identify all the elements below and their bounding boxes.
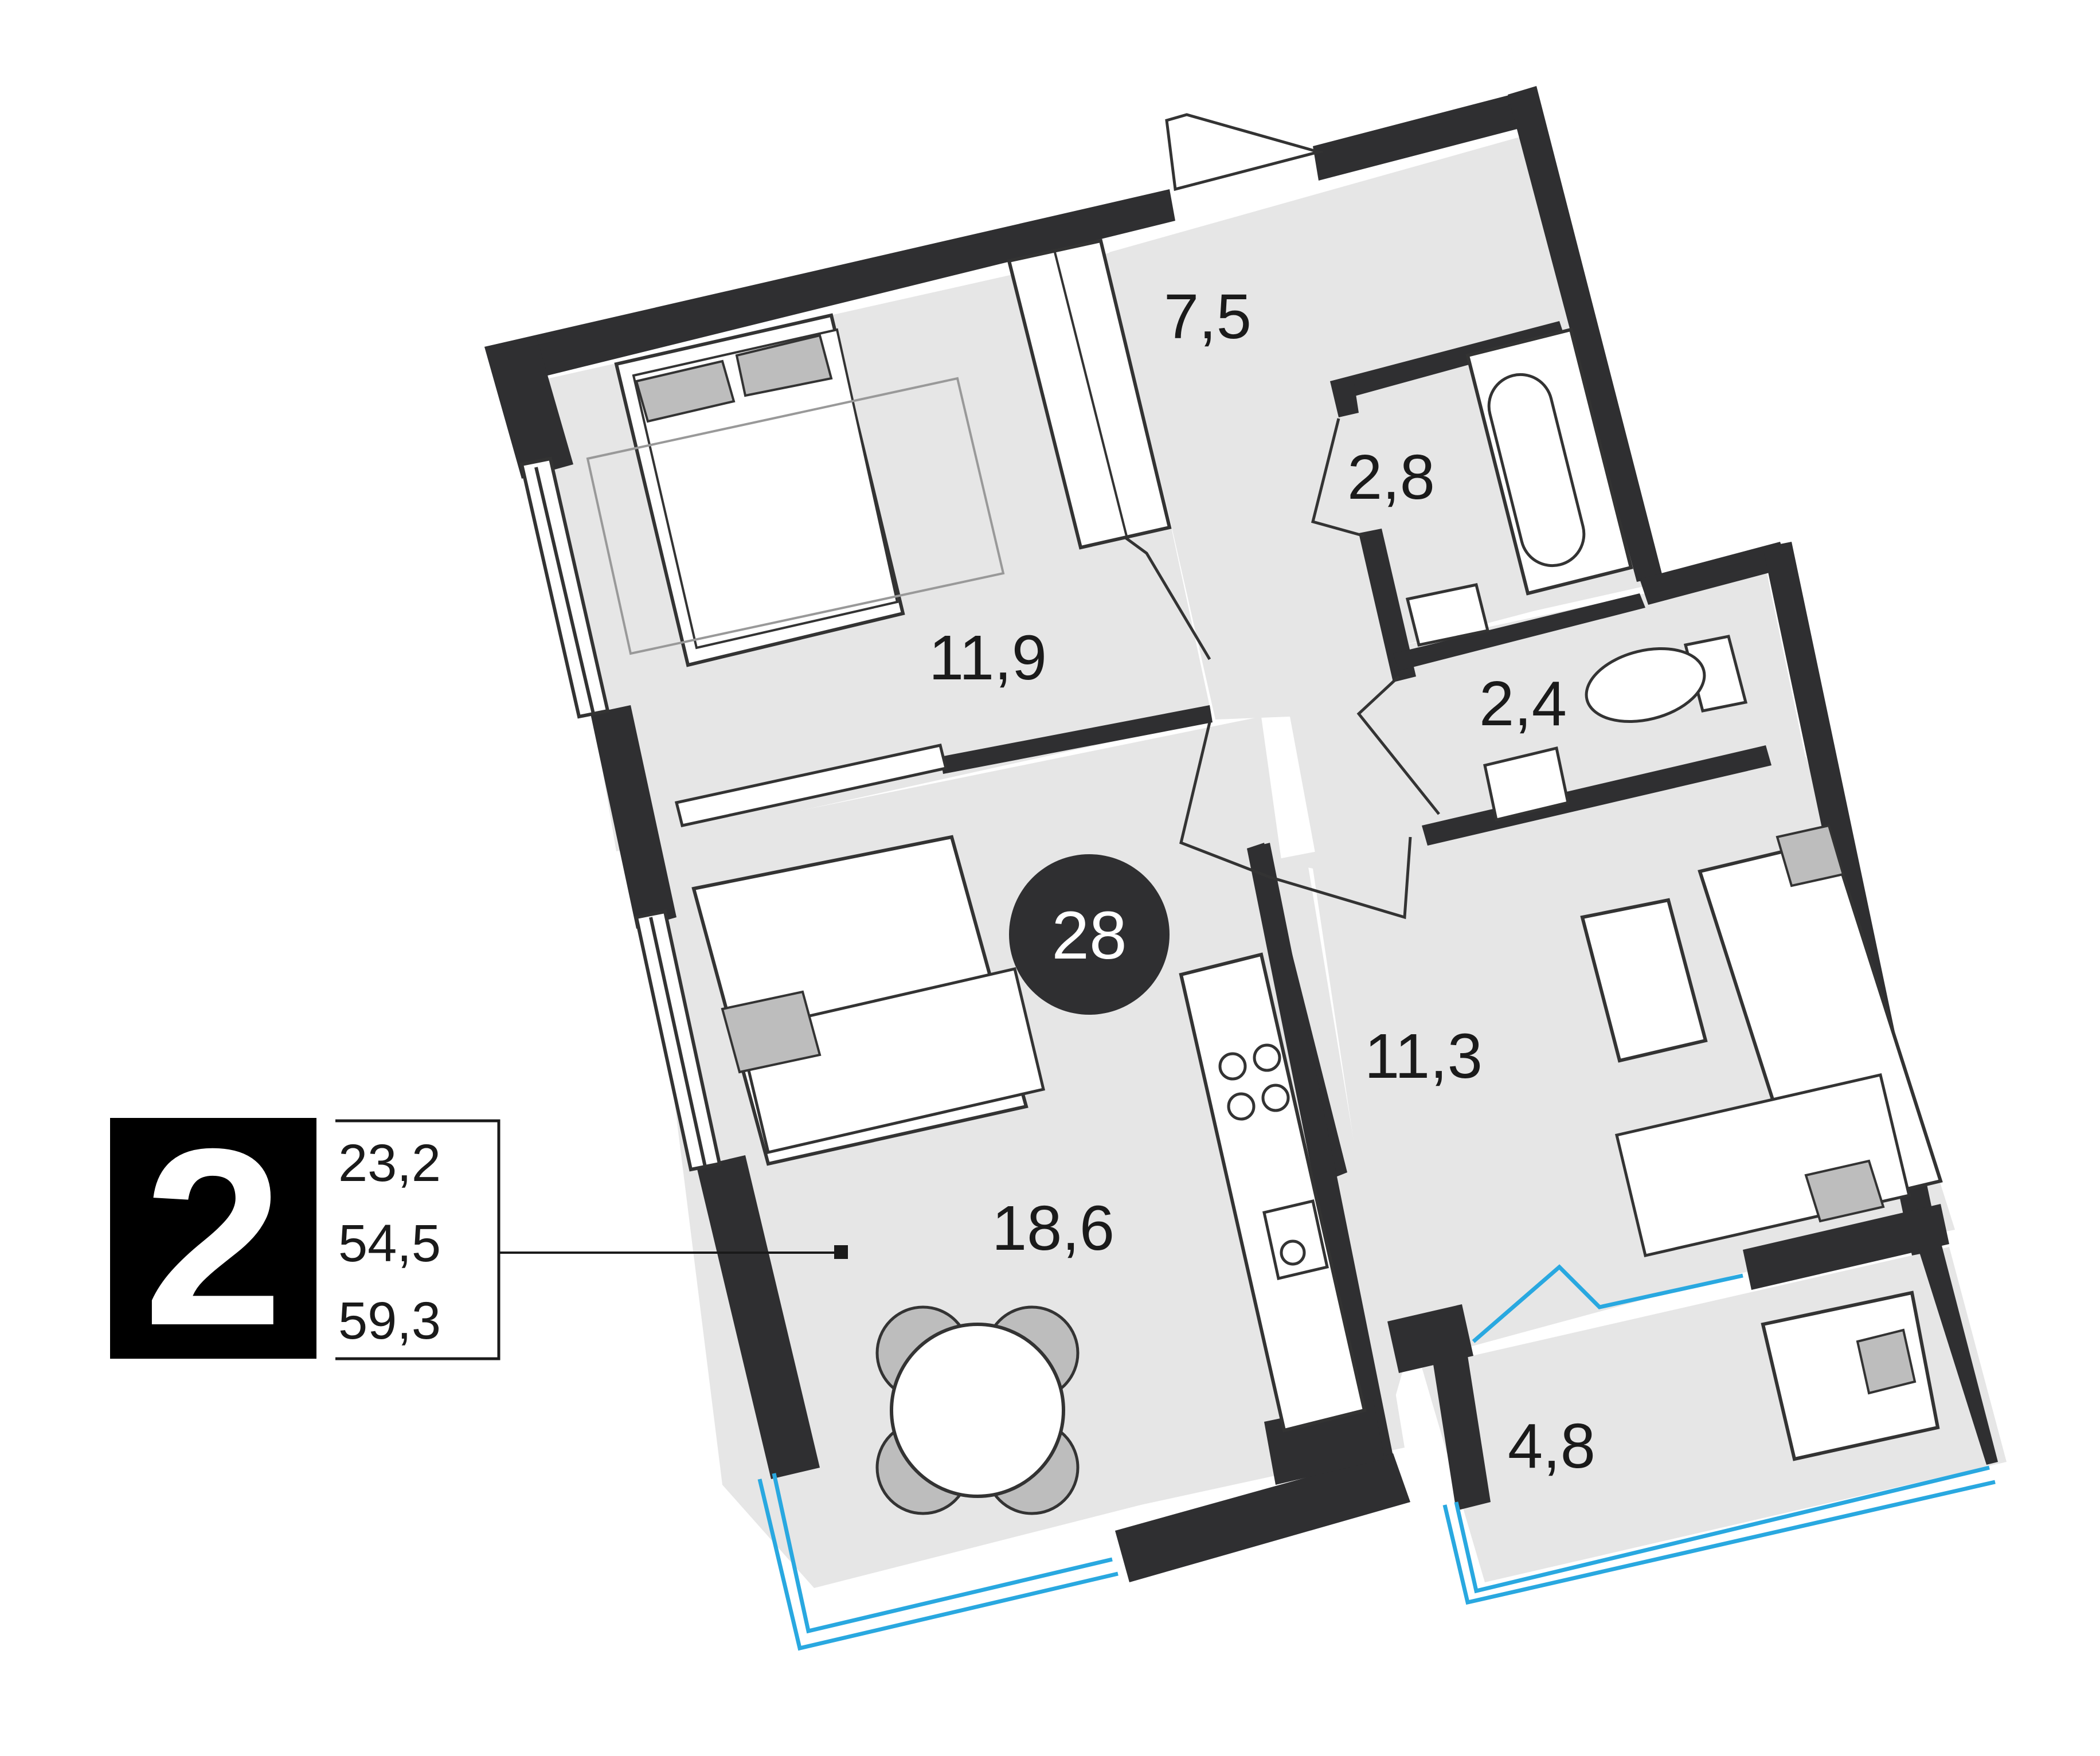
summary-box: 2 23,2 54,5 59,3: [110, 1097, 848, 1378]
glazing-balcony: [1454, 1465, 1990, 1594]
glazing-balcony-outer: [1442, 1480, 1996, 1605]
wall-right-block: [1640, 542, 1789, 605]
sofa-living-icon: [1614, 824, 1943, 1257]
door-wc-icon: [1356, 675, 1440, 815]
total-area-value: 54,5: [338, 1214, 441, 1273]
room-label-living: 11,3: [1364, 1021, 1483, 1092]
wall-balcony-pillar: [1387, 1304, 1473, 1373]
wall-bath-wc: [1393, 593, 1645, 671]
room-label-balcony: 4,8: [1508, 1411, 1595, 1481]
wall-wc-lower: [1422, 745, 1771, 846]
wall-balcony-lower: [1433, 1356, 1491, 1511]
glazing-kitchen-outer: [757, 1479, 1119, 1651]
rooms-count: 2: [143, 1097, 284, 1378]
wall-bathroom-left: [1330, 376, 1359, 417]
room-label-kitchen-living: 18,6: [992, 1193, 1114, 1264]
wall-left-pier-2: [697, 1155, 820, 1479]
sink-wc-icon: [1483, 746, 1570, 822]
apartment-number-badge: 28: [1009, 854, 1170, 1015]
coffee-table-icon: [1580, 898, 1708, 1063]
area-with-balconies-value: 59,3: [338, 1292, 441, 1350]
apartment-number: 28: [1051, 898, 1127, 973]
bed-icon: [614, 313, 905, 667]
wall-bottom-mid: [1115, 1453, 1410, 1582]
summary-leader-marker: [834, 1245, 848, 1259]
wall-bed-kitchen: [940, 705, 1213, 774]
glazing-kitchen: [772, 1473, 1113, 1634]
wall-top-right: [1313, 92, 1539, 181]
sink-bathroom-icon: [1405, 583, 1490, 647]
wall-balcony-right: [1918, 1241, 1998, 1465]
wall-left-upper: [484, 335, 573, 479]
window-bedroom-pane: [534, 467, 595, 714]
sofa-icon: [691, 835, 1046, 1166]
room-label-hall: 7,5: [1164, 281, 1252, 352]
glazing: [757, 1264, 1996, 1651]
door-bathroom-icon: [1311, 418, 1365, 538]
table-icon: [875, 1305, 1080, 1515]
wall-bathroom-top: [1330, 321, 1565, 401]
wall-top-left: [484, 189, 1175, 378]
wall-balcony-top: [1743, 1204, 1949, 1290]
room-label-bathroom: 2,8: [1347, 442, 1435, 513]
toilet-icon: [1585, 635, 1748, 723]
wall-left-pier-1: [590, 705, 676, 929]
wall-kitchen-living: [1247, 843, 1393, 1462]
room-label-bedroom: 11,9: [929, 623, 1047, 693]
stove-icon: [1218, 1043, 1290, 1121]
armchair-icon: [1761, 1290, 1940, 1461]
bedroom-rug: [586, 377, 1005, 655]
rooms-count-badge: [110, 1118, 316, 1359]
window-kitchen-pane: [649, 917, 707, 1167]
wall-bathroom-left-lower: [1359, 529, 1416, 682]
door-entrance-icon: [1165, 113, 1324, 191]
glazing-balcony-door: [1472, 1264, 1743, 1343]
wall-right-upper: [1508, 86, 1663, 582]
sink-icon: [1262, 1199, 1329, 1281]
summary-bracket: [335, 1119, 500, 1360]
wardrobe-icon: [1007, 238, 1172, 550]
living-area-value: 23,2: [338, 1134, 441, 1192]
tv-stand-icon: [674, 744, 948, 827]
room-label-wc: 2,4: [1479, 668, 1567, 739]
windows: [519, 456, 722, 1172]
bathtub-icon: [1465, 327, 1633, 596]
door-kitchen-icon: [1179, 722, 1412, 920]
